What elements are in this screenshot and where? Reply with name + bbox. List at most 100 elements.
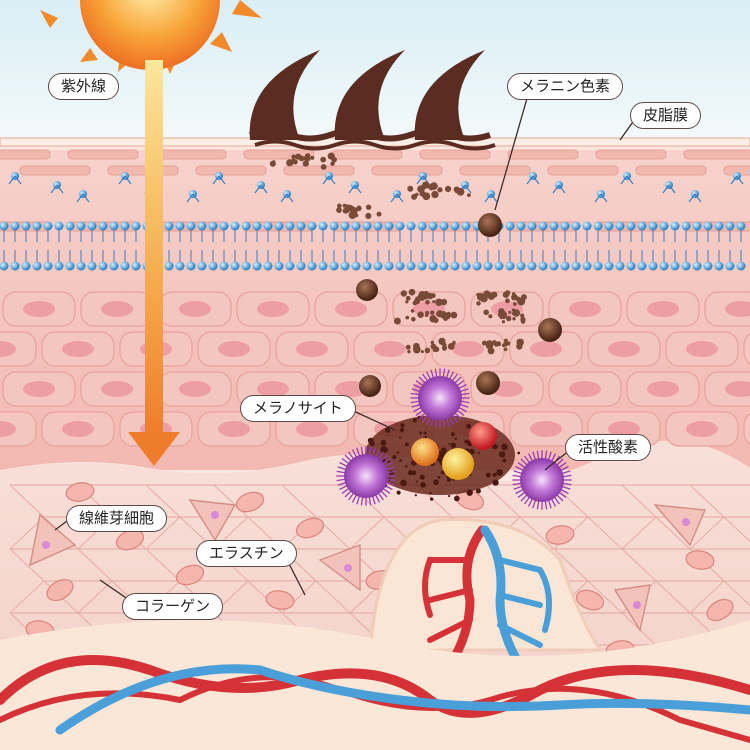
cell-nucleus <box>608 341 640 357</box>
melanin-speck <box>413 346 421 354</box>
lipid-head <box>330 222 339 231</box>
lipid-head <box>44 262 53 271</box>
lipid-head <box>726 262 735 271</box>
melanocyte-speck <box>420 475 425 480</box>
corneum-cell <box>372 166 442 175</box>
cell-nucleus <box>101 381 133 397</box>
cell-nucleus <box>296 421 328 437</box>
melanin-speck <box>405 316 409 320</box>
lipid-head <box>704 262 713 271</box>
lipid-head <box>165 262 174 271</box>
cell-nucleus <box>23 381 55 397</box>
lipid-head <box>319 262 328 271</box>
lipid-head <box>33 262 42 271</box>
lipid-head <box>616 262 625 271</box>
lipid-head <box>198 262 207 271</box>
melanin-speck <box>442 346 446 350</box>
lipid-head <box>209 222 218 231</box>
melanin-speck <box>331 157 337 163</box>
lipid-head <box>627 222 636 231</box>
melanin-speck <box>355 214 358 217</box>
lipid-head <box>737 222 746 231</box>
melanin-speck <box>322 158 326 162</box>
melanin-speck <box>430 310 434 314</box>
melanocyte-speck <box>454 496 460 502</box>
lipid-head <box>253 262 262 271</box>
lipid-head <box>407 262 416 271</box>
lipid-head <box>462 222 471 231</box>
melanin-speck <box>365 213 371 219</box>
melanin-speck <box>513 302 517 306</box>
melanin-speck <box>445 186 451 192</box>
cell-nucleus <box>647 381 679 397</box>
lipid-head <box>22 222 31 231</box>
melanocyte-speck <box>476 488 481 493</box>
melanin-speck <box>292 158 295 161</box>
melanocyte-label: メラノサイト <box>240 395 356 422</box>
melanin-speck <box>394 318 401 325</box>
melanin-speck <box>451 312 458 319</box>
melanocyte-speck <box>451 443 456 448</box>
lipid-head <box>726 222 735 231</box>
melanin-speck <box>483 290 490 297</box>
melanin-speck <box>436 310 443 317</box>
melanin-speck <box>492 340 497 345</box>
lipid-head <box>231 262 240 271</box>
lipid-head <box>484 262 493 271</box>
lipid-head <box>550 262 559 271</box>
melanocyte-speck <box>381 440 387 446</box>
lipid-head <box>418 222 427 231</box>
melanin-speck <box>425 348 431 354</box>
corneum-cell <box>196 166 266 175</box>
lipid-head <box>462 262 471 271</box>
melanin-speck <box>431 191 438 198</box>
melanin-speck <box>452 341 455 344</box>
lipid-head <box>649 222 658 231</box>
lipid-head <box>110 262 119 271</box>
melanocyte-speck <box>448 495 450 497</box>
lipid-head <box>638 262 647 271</box>
lipid-head <box>176 222 185 231</box>
lipid-head <box>363 222 372 231</box>
lipid-head <box>319 222 328 231</box>
melanocyte-speck <box>492 480 498 486</box>
lipid-head <box>682 222 691 231</box>
lipid-head <box>11 262 20 271</box>
corneum-cell <box>684 150 750 159</box>
melanin-speck <box>425 300 430 305</box>
lipid-head <box>110 222 119 231</box>
lipid-head <box>275 262 284 271</box>
lipid-head <box>550 222 559 231</box>
melanocyte-speck <box>455 438 457 440</box>
melanin-speck <box>401 290 407 296</box>
lipid-head <box>308 222 317 231</box>
melanin-speck <box>406 345 411 350</box>
lipid-head <box>11 222 20 231</box>
melanin-speck <box>502 320 505 323</box>
melanin-speck <box>441 299 447 305</box>
lipid-head <box>715 222 724 231</box>
lipid-head <box>341 222 350 231</box>
lipid-head <box>55 262 64 271</box>
lipid-head <box>22 262 31 271</box>
lipid-head <box>605 262 614 271</box>
lipid-head <box>528 222 537 231</box>
melanocyte-speck <box>400 480 407 487</box>
melanin-speck <box>467 193 471 197</box>
melanin-speck <box>503 342 508 347</box>
melanocyte-speck <box>416 481 418 483</box>
elastin-label: エラスチン <box>196 540 297 567</box>
melanin-speck <box>343 204 347 208</box>
melanocyte-speck <box>399 459 402 462</box>
melanin-speck <box>409 289 416 296</box>
lipid-head <box>297 262 306 271</box>
melanin-speck <box>272 160 275 163</box>
cell-nucleus <box>452 341 484 357</box>
cell-nucleus <box>101 301 133 317</box>
melanocyte-speck <box>392 455 396 459</box>
lipid-head <box>352 222 361 231</box>
lipid-head <box>616 222 625 231</box>
lipid-head <box>330 262 339 271</box>
lipid-head <box>638 222 647 231</box>
melanocyte-speck <box>502 459 506 463</box>
